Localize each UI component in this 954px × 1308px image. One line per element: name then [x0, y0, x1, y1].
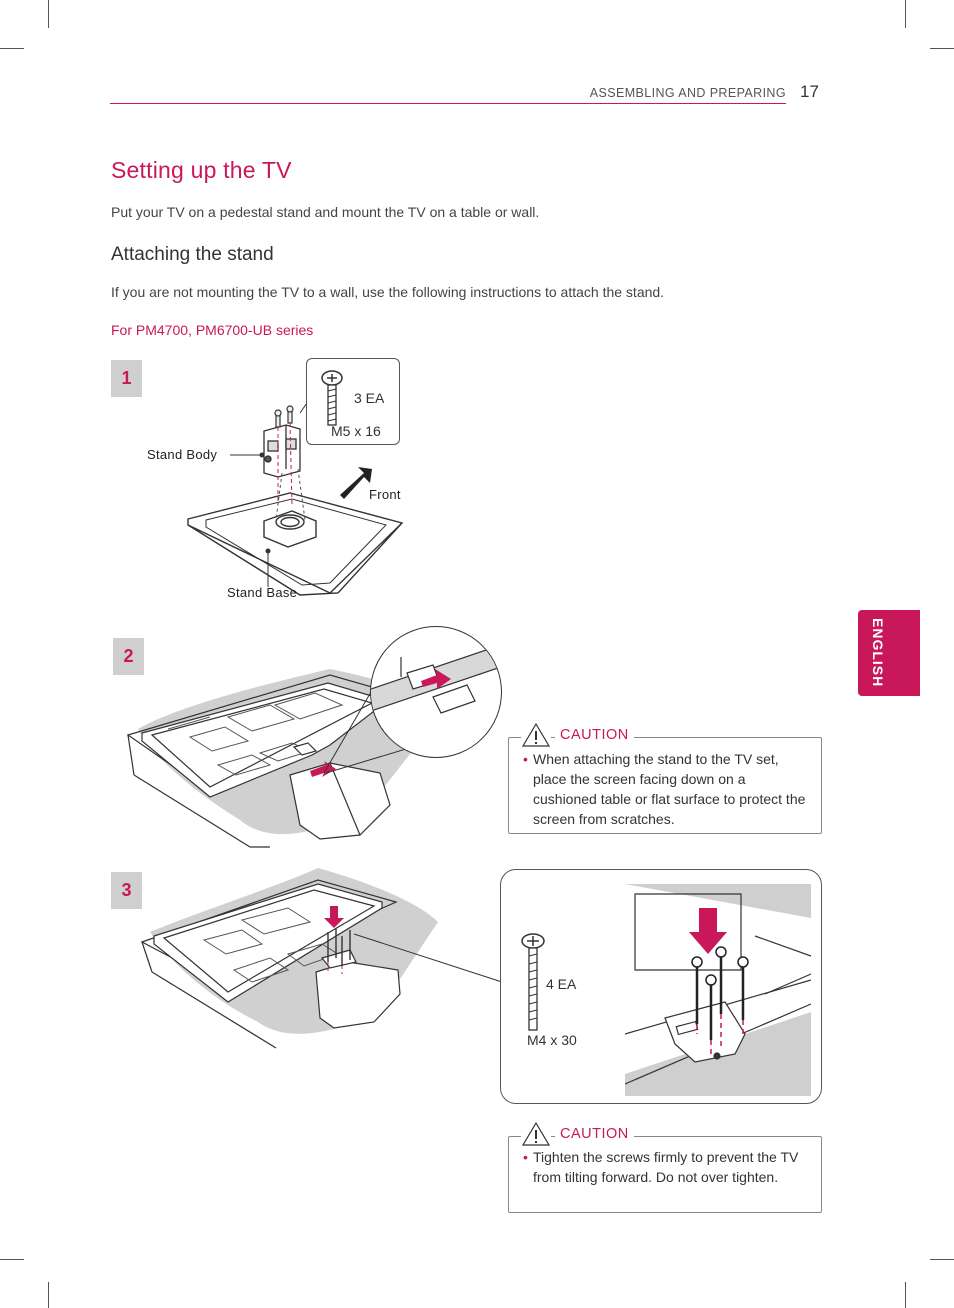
insert-arrow-icon [310, 761, 336, 777]
screw-quantity: 4 EA [546, 976, 577, 992]
warning-icon [521, 1121, 551, 1147]
caution-text: When attaching the stand to the TV set, … [533, 751, 806, 827]
screw-size: M4 x 30 [527, 1032, 577, 1048]
front-label: Front [369, 487, 401, 502]
language-tab: ENGLISH [858, 610, 920, 696]
crop-mark [905, 0, 906, 28]
front-arrow-icon [340, 467, 372, 499]
screw-icon [521, 933, 545, 1031]
step-3-illustration [140, 868, 503, 1049]
screw-detail-box-3: 4 EA M4 x 30 [500, 869, 822, 1104]
step-3-badge: 3 [111, 872, 142, 909]
caution-title: CAUTION [555, 1126, 634, 1142]
crop-mark [48, 1282, 49, 1308]
stand-base-drawing [187, 492, 404, 596]
down-arrow-icon [324, 906, 344, 928]
crop-mark [905, 1282, 906, 1308]
zoom-detail-drawing [371, 644, 501, 714]
crop-mark [930, 48, 954, 49]
section-header: ASSEMBLING AND PREPARING [589, 86, 786, 100]
down-arrow-icon [689, 908, 727, 954]
screw-installation-detail [625, 884, 811, 1096]
section-subtitle: Attaching the stand [111, 244, 274, 265]
stand-body-drawing [263, 424, 301, 478]
stand-body-label: Stand Body [147, 447, 218, 462]
crop-mark [0, 1259, 24, 1260]
caution-bullet: • [523, 751, 528, 767]
zoom-detail-circle [370, 626, 502, 758]
step-2-badge: 2 [113, 638, 144, 675]
page-number: 17 [800, 82, 819, 101]
series-label: For PM4700, PM6700-UB series [111, 322, 314, 338]
caution-box-1: CAUTION • When attaching the stand to th… [508, 722, 822, 834]
caution-bullet: • [523, 1149, 528, 1165]
caution-text: Tighten the screws firmly to prevent the… [533, 1149, 799, 1185]
header-divider [110, 103, 786, 104]
screw-size: M5 x 16 [331, 423, 381, 439]
screw-quantity: 3 EA [354, 390, 385, 406]
screw-spec-box-1: 3 EA M5 x 16 [306, 358, 400, 445]
crop-mark [48, 0, 49, 28]
warning-icon [521, 722, 551, 748]
instruction-text: If you are not mounting the TV to a wall… [111, 284, 665, 300]
stand-base-label: Stand Base [227, 585, 298, 600]
page-title: Setting up the TV [111, 157, 292, 183]
step-1-badge: 1 [111, 360, 142, 397]
caution-title: CAUTION [555, 727, 634, 743]
screw-icon [321, 370, 343, 426]
crop-mark [0, 48, 24, 49]
step-1-illustration [187, 386, 404, 596]
caution-box-2: CAUTION • Tighten the screws firmly to p… [508, 1121, 822, 1213]
crop-mark [930, 1259, 954, 1260]
intro-text: Put your TV on a pedestal stand and moun… [111, 204, 540, 220]
language-tab-label: ENGLISH [870, 618, 886, 688]
